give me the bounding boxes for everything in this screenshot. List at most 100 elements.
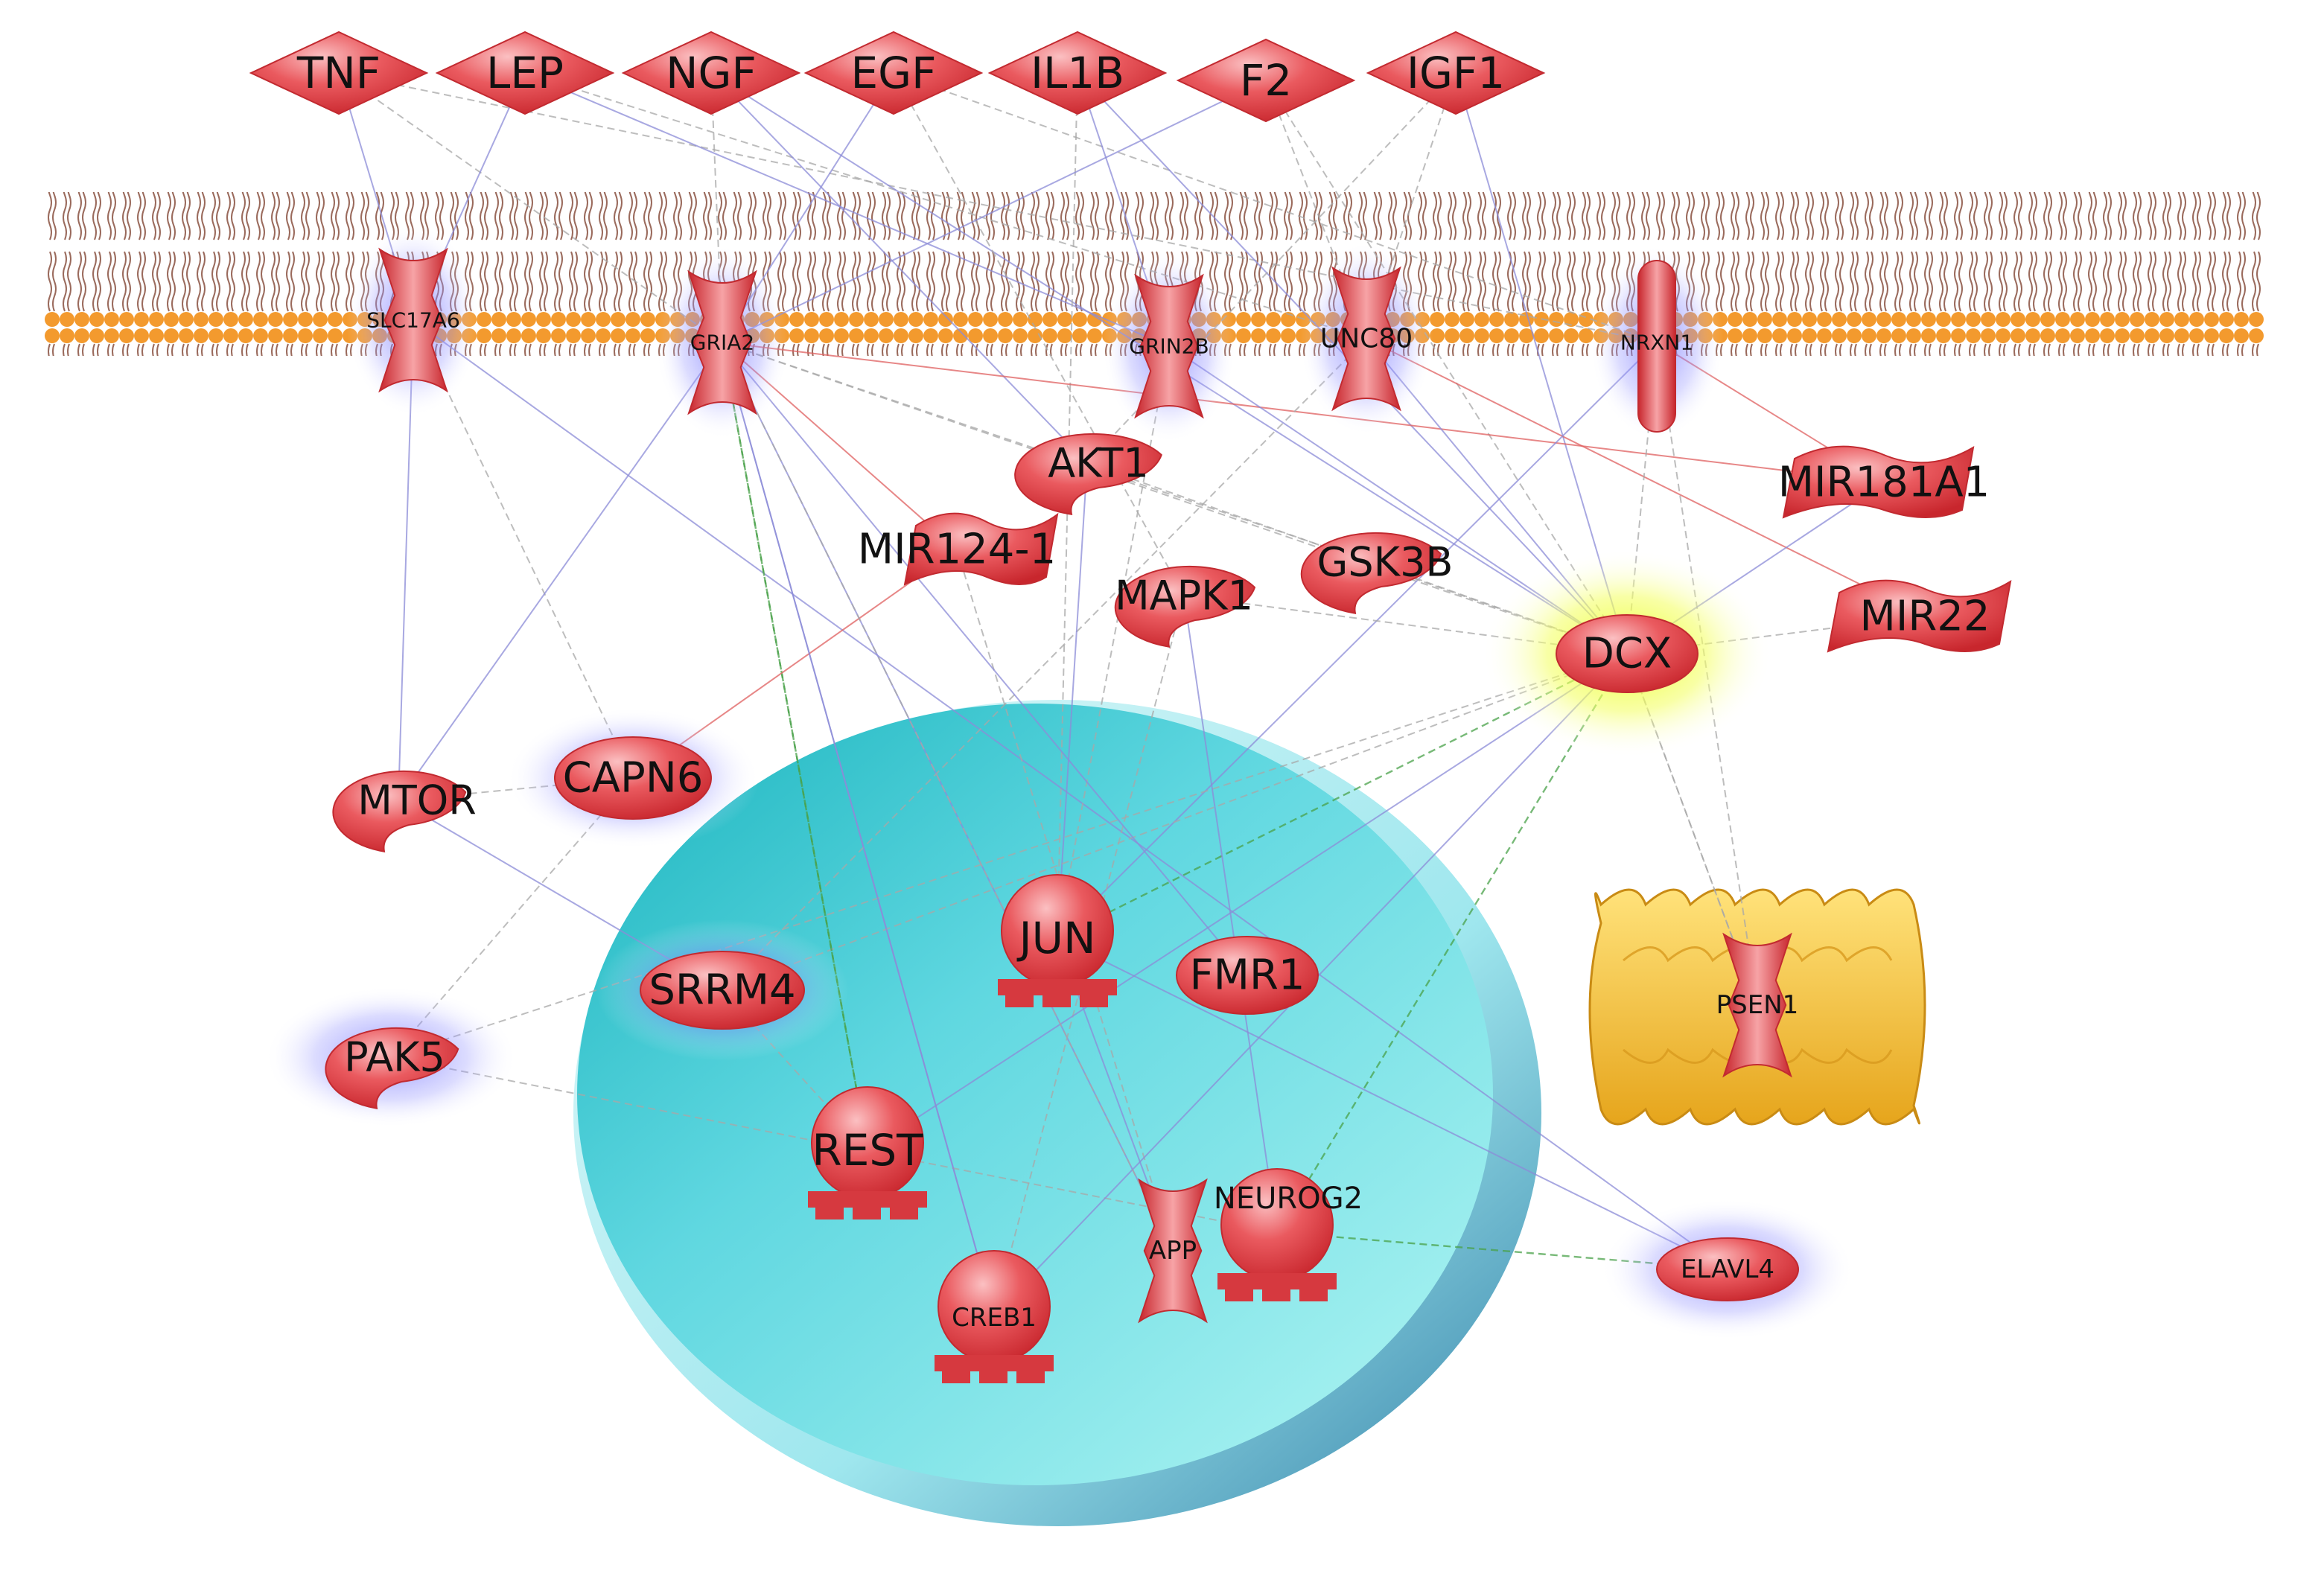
edge-jun-to-elavl4 (1057, 937, 1728, 1269)
node-pak5[interactable]: PAK5 (325, 1027, 459, 1109)
edge-tnf-to-gria2 (338, 72, 722, 342)
kinase-shape (1300, 532, 1442, 614)
node-neurog2-label: NEUROG2 (1214, 1182, 1363, 1216)
node-ngf[interactable]: NGF (621, 31, 801, 115)
edge-egf-to-mapk1 (893, 72, 1184, 596)
node-neurog2[interactable]: NEUROG2 (1214, 1168, 1363, 1301)
edge-unc80-to-mir22 (1366, 338, 1925, 616)
kinase-shape (332, 770, 467, 852)
node-f2-label: F2 (1240, 55, 1292, 106)
kinase-shape (1014, 433, 1162, 515)
tf-foot (1262, 1288, 1290, 1301)
node-nrxn1-label: NRXN1 (1620, 331, 1693, 355)
node-lep-label: LEP (486, 48, 564, 98)
node-rest[interactable]: REST (808, 1086, 927, 1219)
node-mir22[interactable]: MIR22 (1827, 579, 2012, 653)
node-mapk1-label: MAPK1 (1115, 573, 1253, 619)
edge-nrxn1-to-jun (1057, 342, 1658, 938)
ligand-shape (621, 31, 801, 115)
protein-shape (1556, 614, 1699, 693)
tf-base (1217, 1273, 1337, 1289)
node-il1b[interactable]: IL1B (987, 31, 1168, 115)
edge-dcx-to-jun (1057, 652, 1628, 938)
node-akt1[interactable]: AKT1 (1014, 433, 1162, 515)
node-fmr1-label: FMR1 (1189, 951, 1305, 1000)
node-tnf[interactable]: TNF (249, 31, 429, 115)
node-grin2b[interactable]: GRIN2B (1129, 273, 1209, 419)
receptor-shape (687, 270, 757, 415)
node-mir181a1[interactable]: MIR181A1 (1778, 445, 1990, 519)
node-srrm4[interactable]: SRRM4 (640, 951, 805, 1030)
ligand-shape (249, 31, 429, 115)
tf-foot (1042, 994, 1071, 1007)
kinase-shape (1114, 565, 1256, 648)
ligand-shape (987, 31, 1168, 115)
node-mtor[interactable]: MTOR (332, 770, 477, 852)
tf-foot (1299, 1288, 1328, 1301)
tf-foot (1005, 994, 1034, 1007)
node-gria2[interactable]: GRIA2 (687, 270, 757, 415)
tf-base (935, 1355, 1054, 1371)
node-lep[interactable]: LEP (435, 31, 615, 115)
mirna-shape (903, 512, 1059, 586)
node-mtor-label: MTOR (357, 777, 477, 824)
node-capn6-label: CAPN6 (563, 754, 704, 803)
ligand-shape (1176, 38, 1356, 123)
edge-mir124-1-to-app (956, 549, 1173, 1251)
edge-ngf-to-akt1 (710, 72, 1087, 463)
edge-grin2b-to-jun (1057, 345, 1170, 938)
node-gsk3b-label: GSK3B (1317, 539, 1454, 586)
tf-foot (942, 1370, 970, 1383)
node-mir124-1[interactable]: MIR124-1 (858, 512, 1059, 586)
edge-creb1-to-gria2 (722, 342, 995, 1315)
node-akt1-label: AKT1 (1048, 440, 1149, 487)
edge-dcx-to-srrm4 (722, 653, 1628, 990)
node-egf[interactable]: EGF (803, 31, 984, 115)
protein-shape (1656, 1237, 1799, 1301)
node-capn6[interactable]: CAPN6 (554, 736, 712, 820)
node-gsk3b[interactable]: GSK3B (1300, 532, 1454, 614)
node-elavl4[interactable]: ELAVL4 (1656, 1237, 1799, 1301)
receptor-shape (1637, 260, 1676, 433)
node-mir181a1-label: MIR181A1 (1778, 459, 1990, 507)
node-app[interactable]: APP (1138, 1178, 1208, 1324)
node-psen1-label: PSEN1 (1716, 990, 1799, 1020)
node-slc17a6[interactable]: SLC17A6 (366, 247, 460, 393)
node-gria2-label: GRIA2 (690, 331, 754, 355)
node-egf-label: EGF (851, 48, 937, 98)
node-mir22-label: MIR22 (1860, 593, 1990, 641)
ligand-shape (803, 31, 984, 115)
edge-egf-to-nrxn1 (893, 72, 1657, 342)
edge-gria2-to-mir181a1 (722, 342, 1884, 482)
node-grin2b-label: GRIN2B (1129, 334, 1209, 359)
node-creb1[interactable]: CREB1 (935, 1250, 1054, 1383)
node-srrm4-label: SRRM4 (649, 966, 795, 1015)
node-nrxn1[interactable]: NRXN1 (1620, 260, 1693, 433)
tf-foot (890, 1206, 918, 1219)
edge-rest-to-gria2 (722, 342, 869, 1151)
ligand-shape (1366, 31, 1546, 115)
node-dcx[interactable]: DCX (1556, 614, 1699, 693)
node-app-label: APP (1149, 1236, 1197, 1266)
node-f2[interactable]: F2 (1176, 38, 1356, 123)
node-igf1[interactable]: IGF1 (1366, 31, 1546, 115)
mirna-shape (1782, 445, 1975, 519)
edge-pak5-to-neurog2 (390, 1056, 1277, 1232)
tf-foot (1225, 1288, 1253, 1301)
node-jun[interactable]: JUN (998, 874, 1117, 1007)
node-dcx-label: DCX (1582, 630, 1672, 678)
tf-foot (979, 1370, 1007, 1383)
node-igf1-label: IGF1 (1407, 48, 1505, 98)
edge-dcx-to-neurog2 (1277, 653, 1629, 1232)
tf-foot (1016, 1370, 1045, 1383)
node-fmr1[interactable]: FMR1 (1176, 936, 1319, 1015)
edge-lep-to-unc80 (524, 72, 1366, 339)
receptor-shape (1134, 273, 1204, 419)
node-slc17a6-label: SLC17A6 (366, 308, 460, 333)
node-unc80[interactable]: UNC80 (1320, 266, 1413, 412)
node-psen1[interactable]: PSEN1 (1716, 932, 1799, 1078)
protein-shape (640, 951, 805, 1030)
edge-f2-to-gria2 (722, 80, 1267, 342)
node-mapk1[interactable]: MAPK1 (1114, 565, 1256, 648)
